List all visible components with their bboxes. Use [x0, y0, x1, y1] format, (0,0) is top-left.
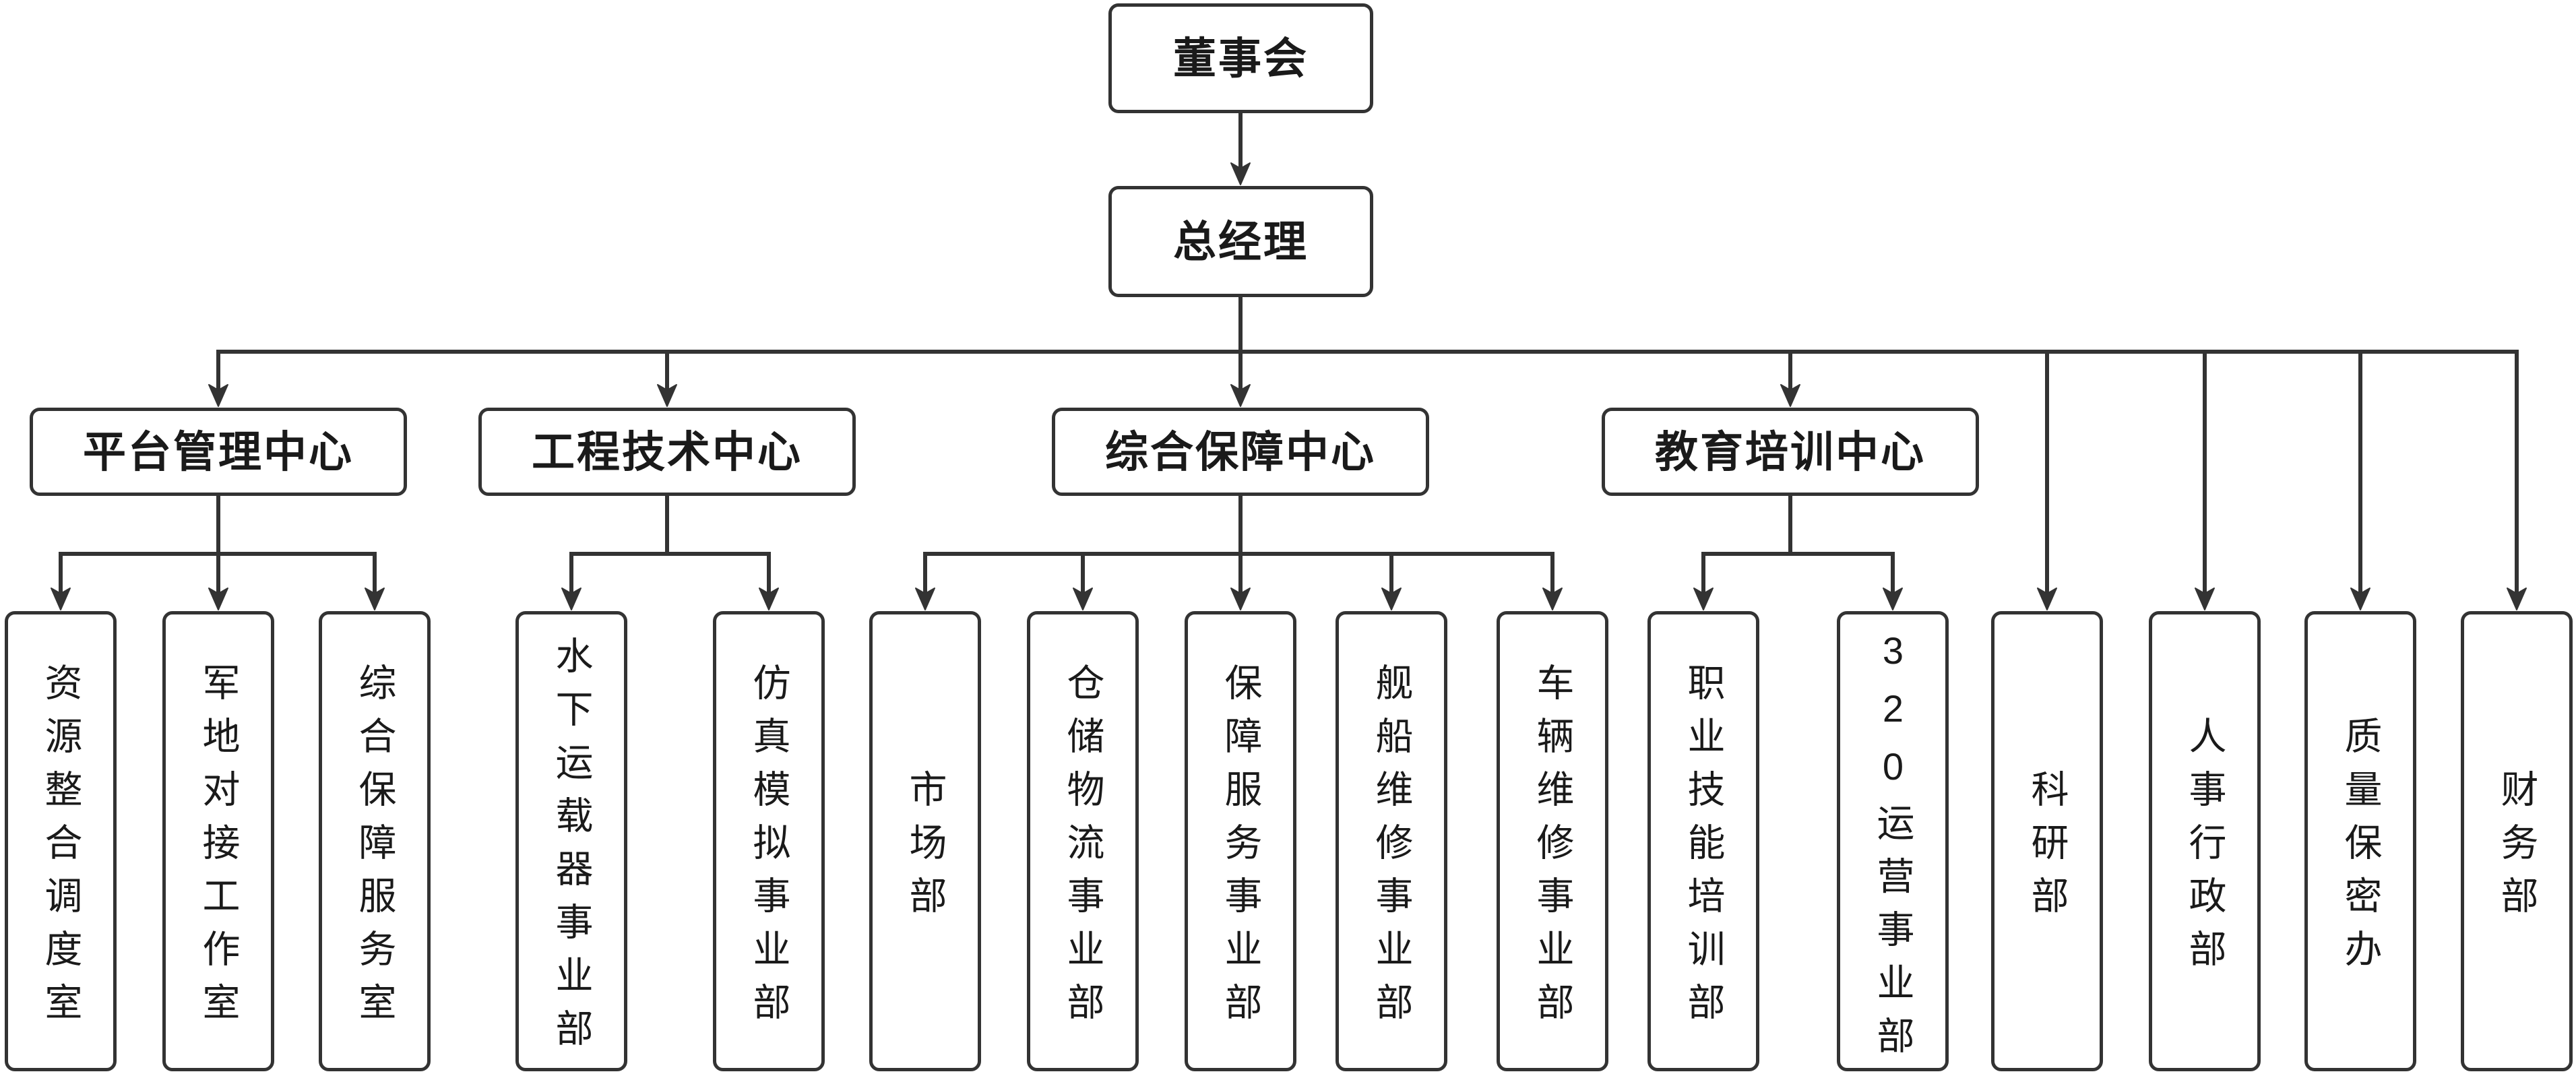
board-of-directors-label: 董事会	[1173, 34, 1309, 83]
ship-maintenance-division-label: 舰船维修事业部	[1371, 662, 1413, 1036]
arrowhead	[365, 588, 385, 610]
arrowhead	[2195, 588, 2215, 610]
arrowhead	[1230, 162, 1251, 185]
military-civil-liaison-office-box: 军地对接工作室	[162, 611, 274, 1071]
ship-maintenance-division-box: 舰船维修事业部	[1336, 611, 1447, 1071]
support-services-division-label: 保障服务事业部	[1220, 662, 1262, 1036]
arrowhead	[1230, 384, 1251, 407]
simulation-division-label: 仿真模拟事业部	[748, 662, 790, 1036]
vocational-skills-training-department-label: 职业技能培训部	[1683, 662, 1725, 1036]
arrowhead	[759, 588, 779, 610]
resource-integration-dispatch-office-box: 资源整合调度室	[5, 611, 117, 1071]
resource-integration-dispatch-office-label: 资源整合调度室	[40, 662, 82, 1036]
arrowhead	[561, 588, 582, 610]
simulation-division-box: 仿真模拟事业部	[713, 611, 825, 1071]
320-operations-division-label: 320运营事业部	[1872, 629, 1914, 1069]
arrowhead	[1780, 384, 1800, 407]
warehousing-logistics-division-label: 仓储物流事业部	[1062, 662, 1104, 1036]
platform-management-center-box: 平台管理中心	[30, 408, 407, 496]
education-training-center-box: 教育培训中心	[1602, 408, 1979, 496]
arrowhead	[657, 384, 677, 407]
arrowhead	[51, 588, 71, 610]
underwater-vehicle-division-box: 水下运载器事业部	[515, 611, 627, 1071]
platform-management-center-label: 平台管理中心	[83, 427, 354, 476]
research-department-box: 科研部	[1991, 611, 2103, 1071]
warehousing-logistics-division-box: 仓储物流事业部	[1027, 611, 1139, 1071]
vehicle-maintenance-division-label: 车辆维修事业部	[1532, 662, 1574, 1036]
320-operations-division-box: 320运营事业部	[1837, 611, 1949, 1071]
comprehensive-support-center-box: 综合保障中心	[1052, 408, 1429, 496]
marketing-department-box: 市场部	[869, 611, 981, 1071]
arrowhead	[2350, 588, 2370, 610]
general-manager-box: 总经理	[1108, 186, 1373, 297]
arrowhead	[915, 588, 935, 610]
marketing-department-label: 市场部	[904, 769, 947, 929]
comprehensive-support-service-office-box: 综合保障服务室	[319, 611, 431, 1071]
hr-administration-department-label: 人事行政部	[2184, 716, 2226, 982]
comprehensive-support-center-label: 综合保障中心	[1105, 427, 1376, 476]
vehicle-maintenance-division-box: 车辆维修事业部	[1497, 611, 1608, 1071]
arrowhead	[2037, 588, 2057, 610]
arrowhead	[208, 588, 228, 610]
arrowhead	[1381, 588, 1402, 610]
underwater-vehicle-division-label: 水下运载器事业部	[551, 636, 593, 1062]
general-manager-label: 总经理	[1173, 217, 1309, 266]
arrowhead	[208, 384, 228, 407]
vocational-skills-training-department-box: 职业技能培训部	[1647, 611, 1759, 1071]
arrowhead	[1693, 588, 1714, 610]
finance-department-label: 财务部	[2496, 769, 2538, 929]
military-civil-liaison-office-label: 军地对接工作室	[197, 662, 240, 1036]
support-services-division-box: 保障服务事业部	[1185, 611, 1296, 1071]
comprehensive-support-service-office-label: 综合保障服务室	[354, 662, 396, 1036]
quality-security-office-box: 质量保密办	[2304, 611, 2416, 1071]
research-department-label: 科研部	[2026, 769, 2069, 929]
finance-department-box: 财务部	[2461, 611, 2573, 1071]
arrowhead	[1073, 588, 1093, 610]
arrowhead	[1542, 588, 1563, 610]
quality-security-office-label: 质量保密办	[2339, 716, 2382, 982]
board-of-directors-box: 董事会	[1108, 3, 1373, 113]
education-training-center-label: 教育培训中心	[1655, 427, 1926, 476]
engineering-technology-center-box: 工程技术中心	[478, 408, 856, 496]
arrowhead	[1883, 588, 1903, 610]
arrowhead	[1230, 588, 1251, 610]
hr-administration-department-box: 人事行政部	[2149, 611, 2261, 1071]
arrowhead	[2507, 588, 2527, 610]
engineering-technology-center-label: 工程技术中心	[532, 427, 803, 476]
